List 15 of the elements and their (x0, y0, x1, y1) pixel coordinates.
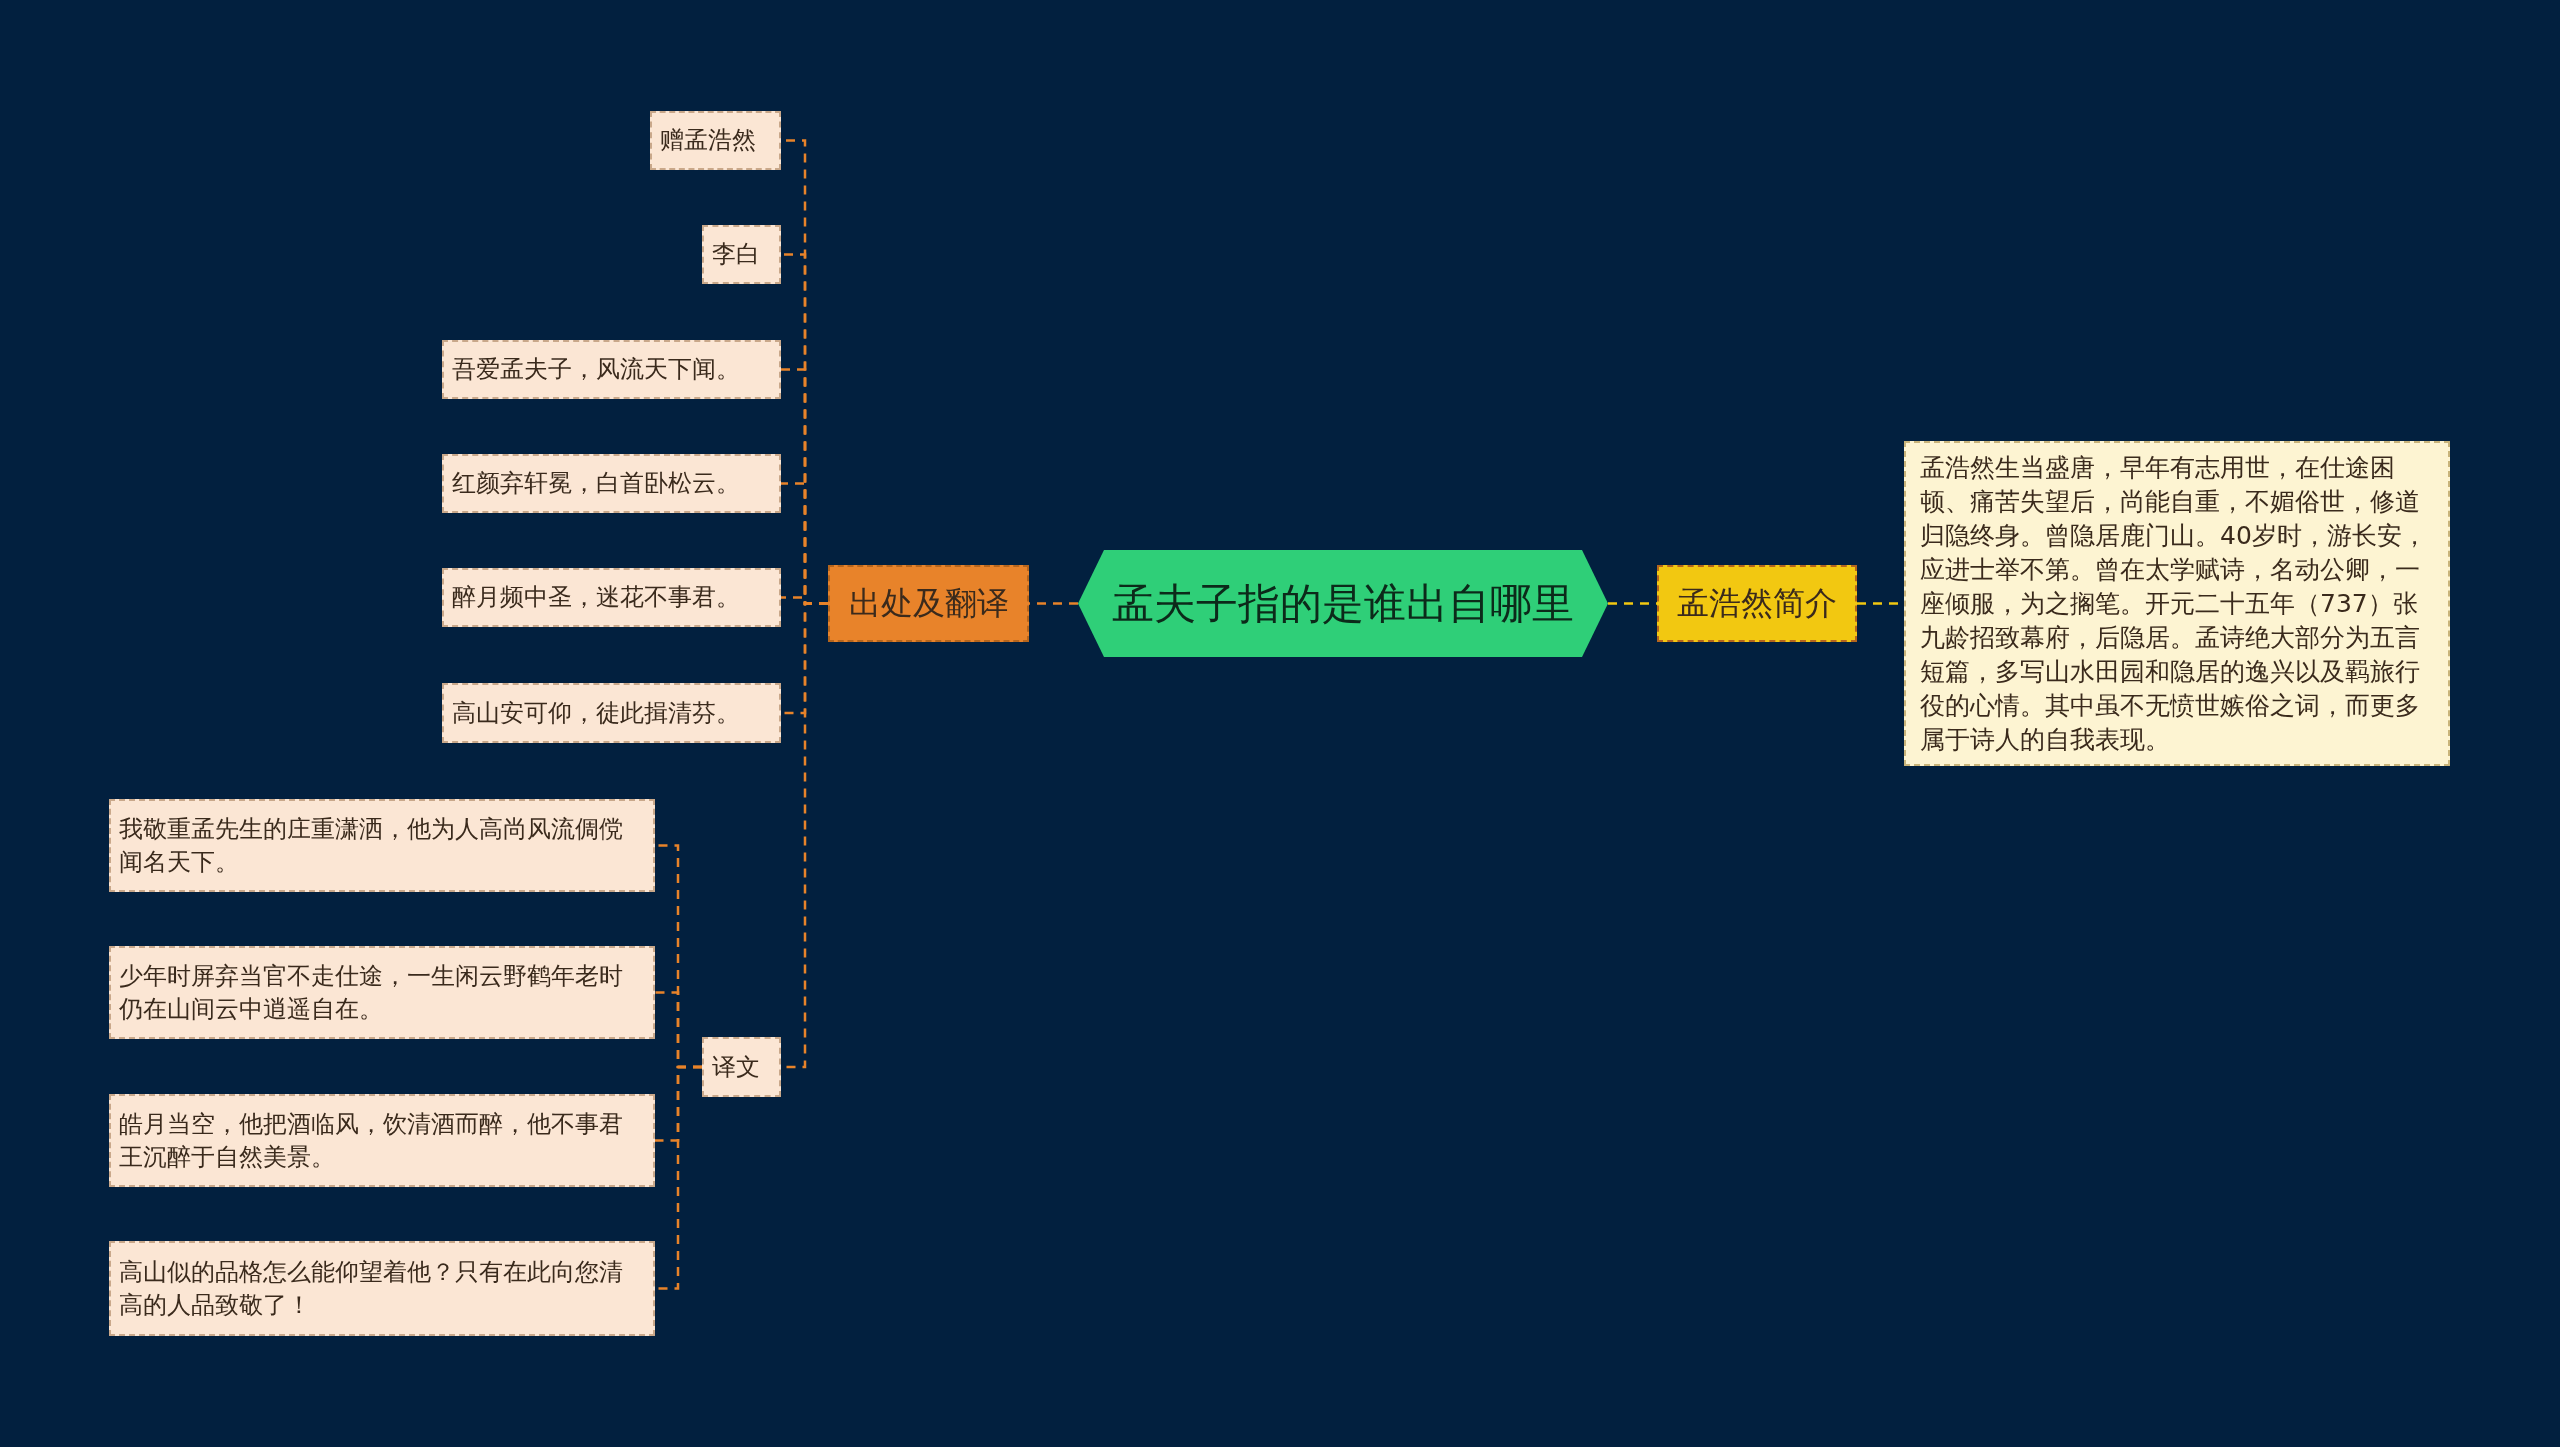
central-topic-hexagon: 孟夫子指的是谁出自哪里 (1078, 550, 1608, 657)
text-box: 孟浩然生当盛唐，早年有志用世，在仕途困顿、痛苦失望后，尚能自重，不媚俗世，修道归隐终身。曾隐居鹿门山。40岁时，游长安，应进士举不第。曾在太学赋诗，名动公卿，一座倾服，为之搁笔。开元二十五年（737）张九龄招致幕府，后隐居。孟诗绝大部分为五言短篇，多写山水田园和隐居的逸兴以及羁旅行役的心情。其中虽不无愤世嫉俗之词，而更多属于诗人的自我表现。 (1904, 441, 2450, 766)
topic-box: 孟浩然简介 (1657, 565, 1857, 642)
text-box: 醉月频中圣，迷花不事君。 (442, 568, 781, 627)
text-box: 译文 (702, 1037, 781, 1097)
text-box: 少年时屏弃当官不走仕途，一生闲云野鹤年老时仍在山间云中逍遥自在。 (109, 946, 655, 1039)
text-box: 高山似的品格怎么能仰望着他？只有在此向您清高的人品致敬了！ (109, 1241, 655, 1336)
text-box: 高山安可仰，徒此揖清芬。 (442, 683, 781, 743)
text-box: 吾爱孟夫子，风流天下闻。 (442, 340, 781, 399)
text-box: 赠孟浩然 (650, 111, 781, 170)
text-box: 李白 (702, 225, 781, 284)
text-box: 红颜弃轩冕，白首卧松云。 (442, 454, 781, 513)
topic-box: 出处及翻译 (828, 565, 1029, 642)
text-box: 我敬重孟先生的庄重潇洒，他为人高尚风流倜傥闻名天下。 (109, 799, 655, 892)
text-box: 皓月当空，他把酒临风，饮清酒而醉，他不事君王沉醉于自然美景。 (109, 1094, 655, 1187)
